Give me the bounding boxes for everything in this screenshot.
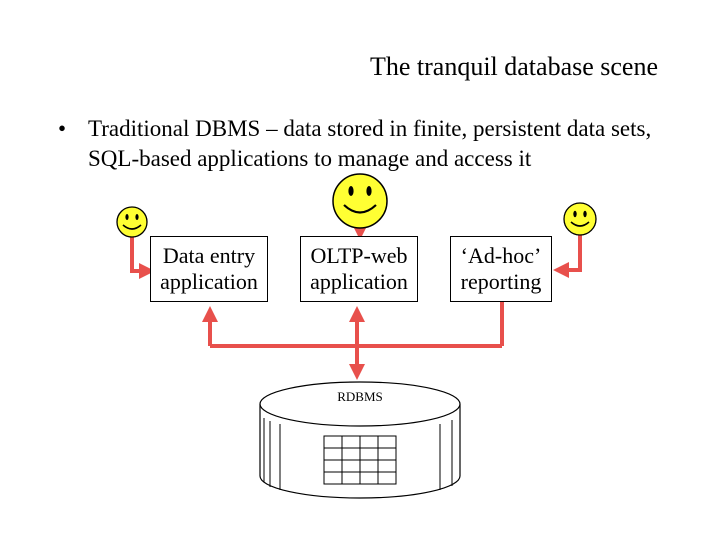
- smiley-user-3-icon: [563, 202, 597, 236]
- table-grid-icon: [323, 435, 397, 485]
- smiley-user-1-icon: [116, 206, 148, 238]
- bullet-marker: •: [58, 116, 67, 141]
- bullet-text: Traditional DBMS – data stored in finite…: [88, 116, 652, 171]
- app-box-oltp-web: OLTP-web application: [300, 236, 418, 302]
- slide-title: The tranquil database scene: [369, 52, 658, 81]
- arrow-user3-to-adhoc: [553, 234, 582, 278]
- app-box-ad-hoc-reporting: ‘Ad-hoc’ reporting: [450, 236, 552, 302]
- smiley-user-2-icon: [332, 173, 388, 229]
- bullet-item: • Traditional DBMS – data stored in fini…: [58, 114, 678, 174]
- arrow-user1-to-data-entry: [130, 232, 155, 279]
- app-box-data-entry: Data entry application: [150, 236, 268, 302]
- database-label: RDBMS: [337, 389, 383, 404]
- database-cylinder: [259, 381, 461, 499]
